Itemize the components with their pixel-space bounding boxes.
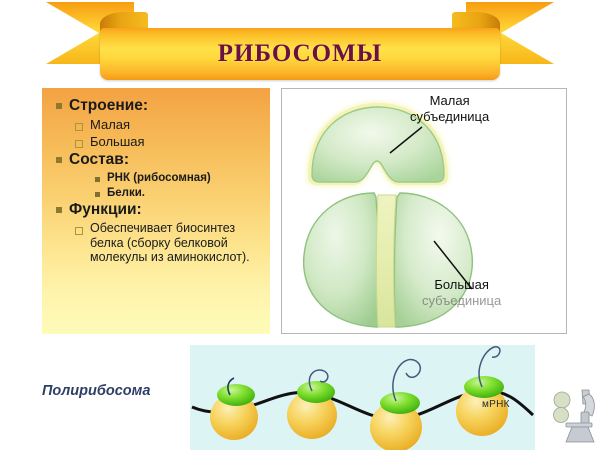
small-subunit-leader-line xyxy=(389,126,423,154)
filled-square-bullet-icon xyxy=(56,157,62,164)
list-item: Малая xyxy=(75,117,264,133)
list-item: Обеспечивает биосинтез белка (сборку бел… xyxy=(75,221,264,265)
list-item: Функции: xyxy=(56,201,264,220)
small-subunit-bead xyxy=(297,381,335,403)
list-item: Строение: xyxy=(56,97,264,116)
polyribosome-unit xyxy=(287,369,337,439)
ribosome-diagram-panel: Малая субъединица Большая субъединица xyxy=(281,88,567,334)
small-square-bullet-icon xyxy=(95,192,100,198)
polyribosome-illustration xyxy=(191,346,535,450)
specimen-circle-upper xyxy=(553,391,571,409)
small-square-bullet-icon xyxy=(95,176,100,182)
polyribosome-unit xyxy=(210,377,258,440)
small-subunit-bead xyxy=(464,376,504,398)
title-banner: РИБОСОМЫ xyxy=(0,0,600,88)
microscope-base xyxy=(565,426,595,443)
small-subunit-label-line2: субъединица xyxy=(410,108,490,124)
list-item: Белки. xyxy=(95,186,264,200)
page-title: РИБОСОМЫ xyxy=(217,40,383,67)
central-cleft xyxy=(376,194,397,328)
small-subunit-label: Малая субъединица xyxy=(410,93,489,125)
large-subunit-bead xyxy=(370,402,422,450)
list-item-label: Строение: xyxy=(69,97,149,114)
hollow-square-bullet-icon xyxy=(75,139,83,148)
list-item-label: РНК (рибосомная) xyxy=(107,171,211,184)
info-text-panel: Строение: Малая Большая Состав: РНК (риб… xyxy=(42,88,270,334)
microscope-objective xyxy=(580,411,590,425)
list-item-label: Обеспечивает биосинтез белка (сборку бел… xyxy=(90,221,250,265)
list-item: Состав: xyxy=(56,151,264,170)
polyribosome-unit xyxy=(370,358,422,450)
small-subunit-bead xyxy=(380,392,420,414)
polyribosome-panel: мРНК xyxy=(190,345,535,450)
ribosome-structure-illustration xyxy=(302,103,474,328)
polyribosome-unit xyxy=(456,346,508,436)
polyribosome-caption: Полирибосома xyxy=(42,383,151,399)
large-subunit-label-line2: субъединица xyxy=(422,292,502,308)
bullet-list: Строение: Малая Большая Состав: РНК (риб… xyxy=(42,88,270,265)
mrna-label: мРНК xyxy=(482,399,510,410)
large-subunit-bead xyxy=(287,391,337,439)
microscope-stage xyxy=(565,422,593,428)
microscope-icon xyxy=(553,389,595,443)
large-subunit-right-lobe xyxy=(393,192,474,328)
list-item: Большая xyxy=(75,134,264,150)
small-subunit-shape xyxy=(311,106,445,183)
large-subunit-leader-line xyxy=(433,240,473,290)
specimen-circle-lower xyxy=(553,407,569,423)
nascent-peptide-chain xyxy=(392,358,422,402)
large-subunit-label: Большая субъединица xyxy=(422,277,501,309)
list-item-label: Большая xyxy=(90,133,145,149)
list-item-label: Белки. xyxy=(107,187,145,200)
filled-square-bullet-icon xyxy=(56,103,62,109)
ribbon-body: РИБОСОМЫ xyxy=(100,28,500,80)
small-subunit-label-line1: Малая xyxy=(429,93,470,108)
list-item-label: Малая xyxy=(90,116,131,132)
filled-square-bullet-icon xyxy=(56,207,62,214)
hollow-square-bullet-icon xyxy=(75,227,83,236)
large-subunit-bead xyxy=(210,394,258,440)
nascent-peptide-chain xyxy=(478,346,501,388)
large-subunit-label-line1: Большая xyxy=(434,277,489,292)
large-subunit-left-lobe xyxy=(302,192,380,328)
small-subunit-bead xyxy=(217,384,255,406)
nascent-peptide-chain xyxy=(227,377,235,396)
list-item: РНК (рибосомная) xyxy=(95,171,264,185)
nascent-peptide-chain xyxy=(308,369,329,392)
large-subunit-bead xyxy=(456,386,508,436)
list-item-label: Функции: xyxy=(69,201,142,219)
hollow-square-bullet-icon xyxy=(75,122,83,131)
list-item-label: Состав: xyxy=(69,151,129,169)
